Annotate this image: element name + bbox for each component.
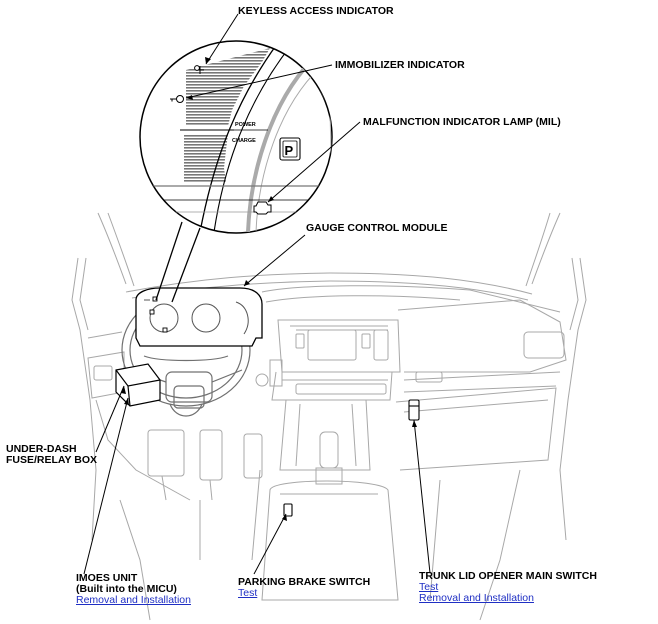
leader-lines xyxy=(83,13,431,575)
immobilizer-indicator-label: IMMOBILIZER INDICATOR xyxy=(335,59,465,71)
dashboard-outline xyxy=(71,212,587,621)
gauge-cluster-dials xyxy=(144,299,249,335)
imoes-removal-link[interactable]: Removal and Installation xyxy=(76,594,191,606)
under-dash-fuse-box-label-line2: FUSE/RELAY BOX xyxy=(6,454,98,466)
malfunction-indicator-icon xyxy=(253,201,272,215)
imoes-unit-sublabel: (Built into the MICU) xyxy=(76,583,177,595)
trunk-lid-removal-link[interactable]: Removal and Installation xyxy=(419,592,534,604)
magnifier-circle: POWER CHARGE P xyxy=(139,40,333,234)
gauge-control-module-label: GAUGE CONTROL MODULE xyxy=(306,222,448,234)
power-label: POWER xyxy=(235,122,256,128)
magnifier-connectors xyxy=(155,221,201,303)
under-dash-fuse-box-label-line1: UNDER-DASH xyxy=(6,443,77,455)
power-gauge-bars xyxy=(186,48,270,126)
keyless-access-indicator-label: KEYLESS ACCESS INDICATOR xyxy=(238,5,394,17)
parking-brake-test-link[interactable]: Test xyxy=(238,587,258,599)
parking-brake-icon: P xyxy=(279,137,301,161)
leader-arrowheads xyxy=(121,57,417,521)
charge-gauge-bars xyxy=(184,134,228,182)
under-dash-fuse-box-part xyxy=(115,363,161,407)
charge-label: CHARGE xyxy=(232,138,256,144)
keyless-access-icon xyxy=(194,65,204,74)
parking-brake-switch-label: PARKING BRAKE SWITCH xyxy=(238,576,371,588)
trunk-lid-test-link[interactable]: Test xyxy=(419,581,439,593)
trunk-lid-switch-part xyxy=(408,399,420,421)
immobilizer-icon xyxy=(170,95,184,103)
mil-label: MALFUNCTION INDICATOR LAMP (MIL) xyxy=(363,116,561,128)
imoes-unit-label: IMOES UNIT xyxy=(76,572,138,584)
parking-brake-switch-part xyxy=(283,503,293,517)
parking-symbol: P xyxy=(285,143,294,158)
trunk-lid-switch-label: TRUNK LID OPENER MAIN SWITCH xyxy=(419,570,597,582)
